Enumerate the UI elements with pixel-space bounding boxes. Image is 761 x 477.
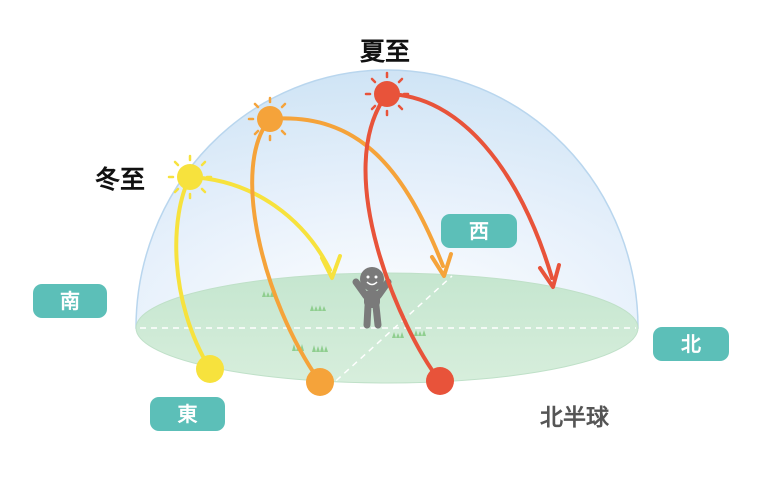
smiling-figure-icon: [352, 267, 392, 329]
summer-solstice-path: [363, 92, 442, 383]
sun-icon: [167, 154, 213, 200]
direction-east-label: 東: [150, 397, 225, 431]
east-west-axis: [327, 275, 453, 389]
winter-solstice-label: 冬至: [95, 165, 146, 194]
sun-icon: [247, 96, 293, 142]
direction-south-label: 南: [33, 284, 107, 318]
winter-arrowhead: [320, 254, 342, 280]
summer-solstice-path: [385, 92, 554, 280]
summer-arrowhead: [538, 263, 561, 289]
equinox-path: [268, 116, 445, 268]
summer-solstice-label: 夏至: [360, 37, 411, 66]
direction-north-label: 北: [653, 327, 729, 361]
equinox-path: [250, 117, 322, 384]
sun-icon: [306, 368, 334, 396]
winter-solstice-path: [188, 175, 332, 272]
sun-icon: [426, 367, 454, 395]
winter-solstice-path: [174, 175, 212, 371]
hemisphere-label: 北半球: [540, 405, 609, 431]
sun-icon: [196, 355, 224, 383]
direction-west-label: 西: [441, 214, 517, 248]
sun-icon: [364, 71, 410, 117]
equinox-arrowhead: [430, 252, 453, 278]
